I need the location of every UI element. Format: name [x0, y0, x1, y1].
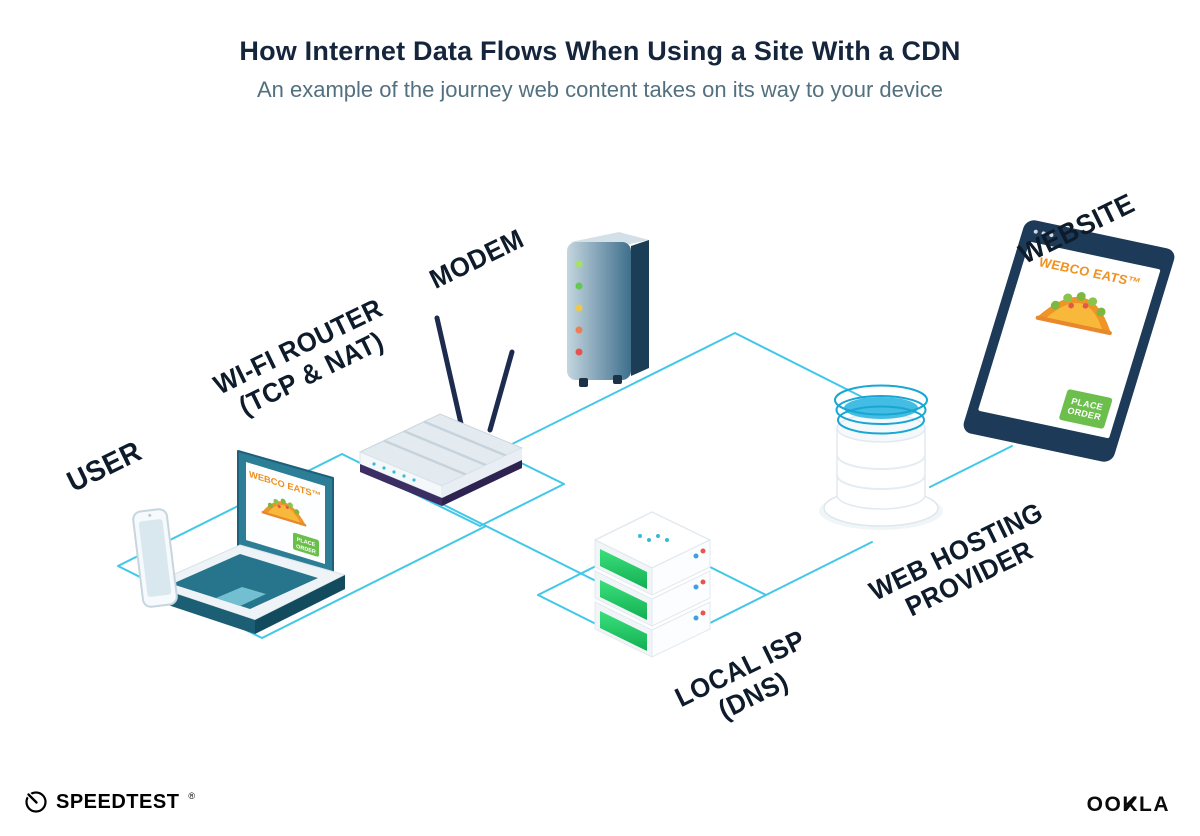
router-ridges — [383, 420, 507, 476]
router-front-right — [442, 448, 522, 498]
modem-leds — [575, 260, 583, 356]
speedtest-logo: SPEEDTEST ® — [24, 790, 195, 814]
hosting-rings — [834, 384, 928, 435]
isp-server-illustration — [594, 511, 711, 658]
laptop-place-order-button — [293, 532, 319, 557]
speedtest-wordmark: SPEEDTEST — [56, 790, 180, 813]
hosting-water — [844, 397, 918, 419]
place-order-button: PLACE ORDER — [1058, 388, 1113, 430]
server-top-dots — [638, 534, 669, 542]
router-antenna-left — [434, 315, 465, 431]
hosting-to-website-line — [929, 445, 1013, 488]
server-layer — [594, 539, 711, 596]
speedtest-gauge-icon — [25, 791, 47, 813]
user-phone — [132, 508, 178, 608]
taco-icon — [261, 498, 307, 527]
modem-illustration — [567, 232, 649, 387]
website-browser-window: WEBCO EATS™ PLACE ORDER — [961, 218, 1177, 464]
server-layer — [594, 570, 711, 627]
laptop-cta-line1: PLACE — [297, 537, 316, 549]
laptop-trackpad — [216, 587, 266, 606]
laptop-front-right-edge — [255, 575, 345, 634]
wifi-router-illustration — [358, 315, 524, 506]
laptop-cta-line2: ORDER — [296, 544, 316, 556]
router-base-right — [442, 460, 522, 506]
server-layer — [594, 601, 711, 658]
user-laptop-illustration: WEBCO EATS™ PLACE ORDER — [132, 450, 347, 634]
modem-foot-right — [613, 375, 622, 384]
header: How Internet Data Flows When Using a Sit… — [0, 36, 1200, 103]
phone-camera-dot — [148, 513, 152, 517]
modem-spine-line — [479, 332, 869, 461]
modem-front — [567, 242, 631, 380]
page-subtitle: An example of the journey web content ta… — [256, 77, 944, 102]
taco-icon — [1035, 292, 1112, 336]
router-base-left — [360, 464, 442, 506]
page-title: How Internet Data Flows When Using a Sit… — [239, 36, 961, 66]
router-antenna-right — [487, 349, 515, 433]
hosting-database-illustration — [819, 384, 943, 530]
isp-to-hosting-line — [765, 541, 873, 596]
router-leds — [372, 462, 416, 482]
modem-side — [631, 240, 649, 376]
modem-foot-left — [579, 378, 588, 387]
speedtest-registered-mark: ® — [188, 791, 196, 801]
laptop-keyboard — [172, 554, 318, 609]
website-screen: WEBCO EATS™ PLACE ORDER — [977, 241, 1161, 439]
ookla-logo: OOKLA — [1087, 793, 1170, 817]
